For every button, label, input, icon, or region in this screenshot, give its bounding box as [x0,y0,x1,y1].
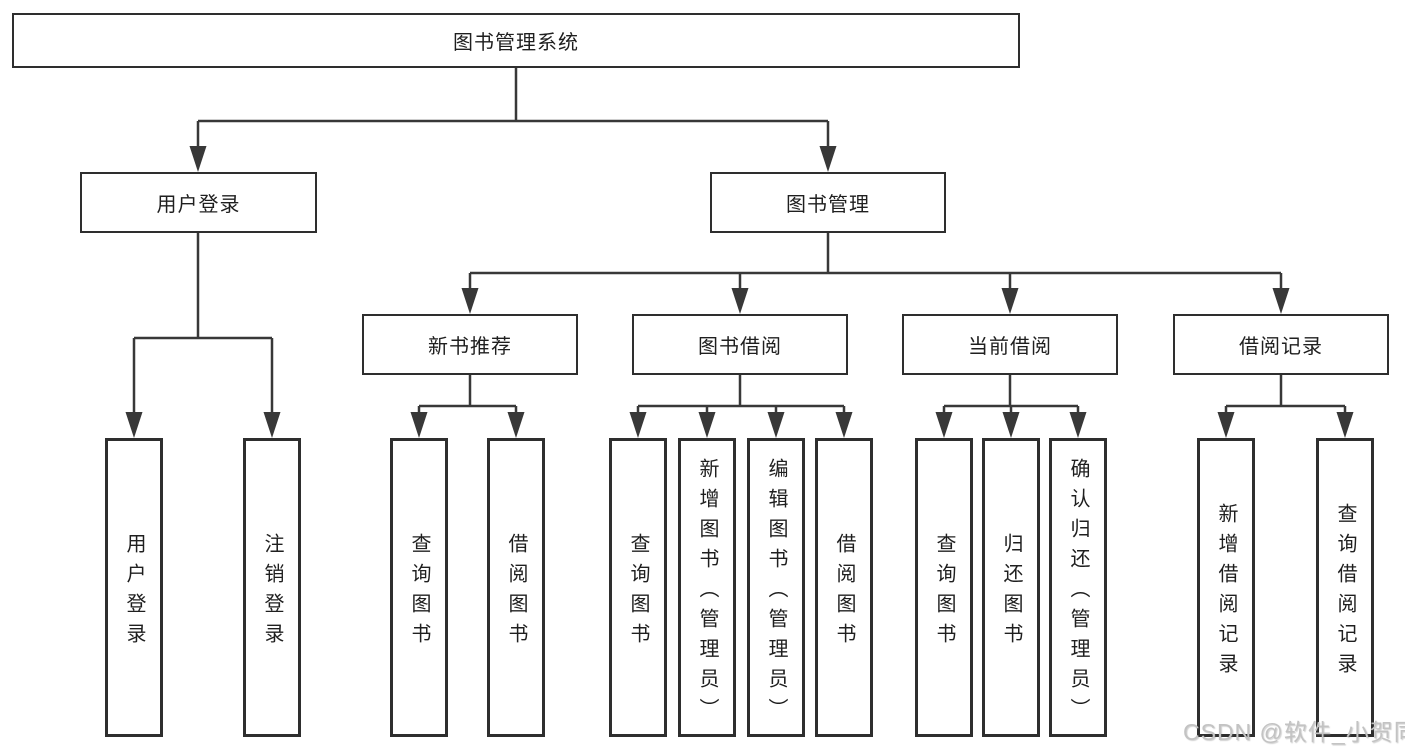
leaf-return-books: 归还图书 [982,438,1040,737]
leaf-label: 确认归还（管理员） [1067,457,1089,728]
node-label: 用户登录 [156,194,241,216]
arrowhead-icon [1217,412,1235,438]
arrowhead-icon [767,412,785,438]
connector-root-to-level2 [189,68,837,172]
node-label: 借阅记录 [1239,336,1323,358]
connector-current-borrow-children [935,374,1087,438]
node-borrowing-records: 借阅记录 [1173,314,1389,375]
leaf-query-books-borrow: 查询图书 [609,438,667,737]
node-library-management-system: 图书管理系统 [12,13,1020,68]
leaf-logout: 注销登录 [243,438,301,737]
node-book-management: 图书管理 [710,172,946,233]
arrowhead-icon [263,412,281,438]
leaf-edit-book-admin: 编辑图书（管理员） [747,438,805,737]
arrowhead-icon [698,412,716,438]
arrowhead-icon [935,412,953,438]
arrowhead-icon [507,412,525,438]
arrowhead-icon [1069,412,1087,438]
arrowhead-icon [1336,412,1354,438]
leaf-label: 编辑图书（管理员） [765,457,787,728]
arrowhead-icon [731,288,749,314]
node-label: 当前借阅 [968,336,1052,358]
arrowhead-icon [125,412,143,438]
leaf-borrow-books: 借阅图书 [815,438,873,737]
node-label: 新书推荐 [428,336,512,358]
node-user-login: 用户登录 [80,172,317,233]
leaf-label: 借阅图书 [505,532,527,653]
leaf-user-login: 用户登录 [105,438,163,737]
arrowhead-icon [189,146,207,172]
connector-user-login-children [125,233,281,438]
connector-book-borrow-children [629,374,853,438]
leaf-label: 注销登录 [261,532,283,653]
arrowhead-icon [835,412,853,438]
leaf-label: 查询图书 [627,532,649,653]
leaf-add-borrow-record: 新增借阅记录 [1197,438,1255,737]
leaf-label: 借阅图书 [833,532,855,653]
leaf-label: 用户登录 [123,532,145,653]
arrowhead-icon [819,146,837,172]
arrowhead-icon [1002,412,1020,438]
node-label: 图书借阅 [698,336,782,358]
node-book-borrowing: 图书借阅 [632,314,848,375]
leaf-query-borrow-record: 查询借阅记录 [1316,438,1374,737]
csdn-watermark: CSDN @软件_小贺同学 [1183,719,1405,745]
leaf-label: 新增图书（管理员） [696,457,718,728]
leaf-label: 查询借阅记录 [1334,502,1356,683]
node-current-borrowing: 当前借阅 [902,314,1118,375]
leaf-query-books-recommend: 查询图书 [390,438,448,737]
leaf-label: 归还图书 [1000,532,1022,653]
leaf-add-book-admin: 新增图书（管理员） [678,438,736,737]
leaf-borrow-books-recommend: 借阅图书 [487,438,545,737]
connector-new-book-children [410,374,525,438]
arrowhead-icon [461,288,479,314]
node-label: 图书管理系统 [453,32,579,54]
leaf-confirm-return-admin: 确认归还（管理员） [1049,438,1107,737]
connector-book-mgmt-to-level3 [461,233,1290,314]
leaf-label: 查询图书 [933,532,955,653]
arrowhead-icon [1001,288,1019,314]
node-label: 图书管理 [786,194,870,216]
leaf-label: 新增借阅记录 [1215,502,1237,683]
leaf-label: 查询图书 [408,532,430,653]
leaf-query-books-current: 查询图书 [915,438,973,737]
arrowhead-icon [629,412,647,438]
connector-borrow-record-children [1217,374,1354,438]
node-new-book-recommend: 新书推荐 [362,314,578,375]
arrowhead-icon [410,412,428,438]
arrowhead-icon [1272,288,1290,314]
